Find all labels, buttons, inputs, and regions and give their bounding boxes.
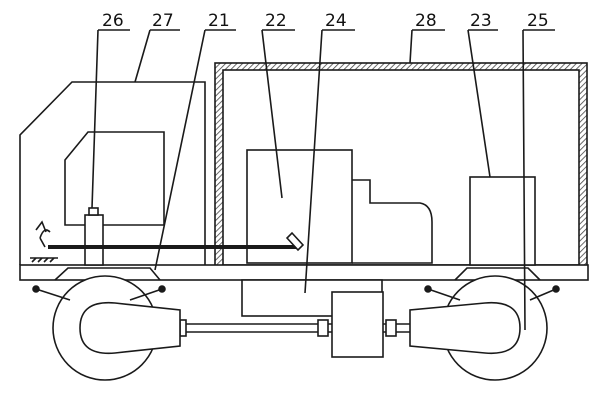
shaft-joint: [285, 231, 305, 252]
label-22: 22: [265, 11, 287, 31]
leader-22: [261, 29, 295, 199]
component-22-housing: [352, 179, 433, 264]
leader-26: [91, 29, 130, 209]
rear-wheel-motor: [409, 301, 521, 355]
lever-arrow: [35, 220, 47, 233]
front-wheel-cutout: [54, 267, 161, 281]
front-susp-pin-left: [32, 285, 40, 293]
label-28: 28: [415, 11, 437, 31]
label-26: 26: [102, 11, 124, 31]
front-suspension: [35, 288, 163, 301]
leader-27: [134, 29, 180, 83]
component-26-cap: [88, 207, 99, 216]
leader-23: [467, 29, 498, 178]
label-25: 25: [527, 11, 549, 31]
label-27: 27: [152, 11, 174, 31]
rear-suspension: [427, 288, 557, 301]
front-susp-pin-right: [158, 285, 166, 293]
drive-hub: [331, 291, 384, 358]
label-23: 23: [470, 11, 492, 31]
leader-28: [409, 29, 445, 64]
rear-wheel-cutout: [454, 267, 541, 281]
rear-susp-pin-right: [552, 285, 560, 293]
rear-susp-pin-left: [424, 285, 432, 293]
label-21: 21: [208, 11, 230, 31]
axle-coupler-left: [317, 319, 329, 337]
cab-outline: [19, 81, 206, 265]
ground-hatch: [31, 257, 55, 263]
leader-21: [154, 29, 236, 271]
leader-24: [304, 29, 355, 294]
axle-coupler-right: [385, 319, 397, 337]
cab-window: [64, 131, 165, 226]
leader-25: [522, 29, 555, 331]
axle-flange-left: [179, 319, 187, 337]
component-26: [84, 214, 104, 266]
label-24: 24: [325, 11, 347, 31]
front-wheel-motor: [79, 301, 181, 355]
control-lever: [39, 229, 51, 248]
